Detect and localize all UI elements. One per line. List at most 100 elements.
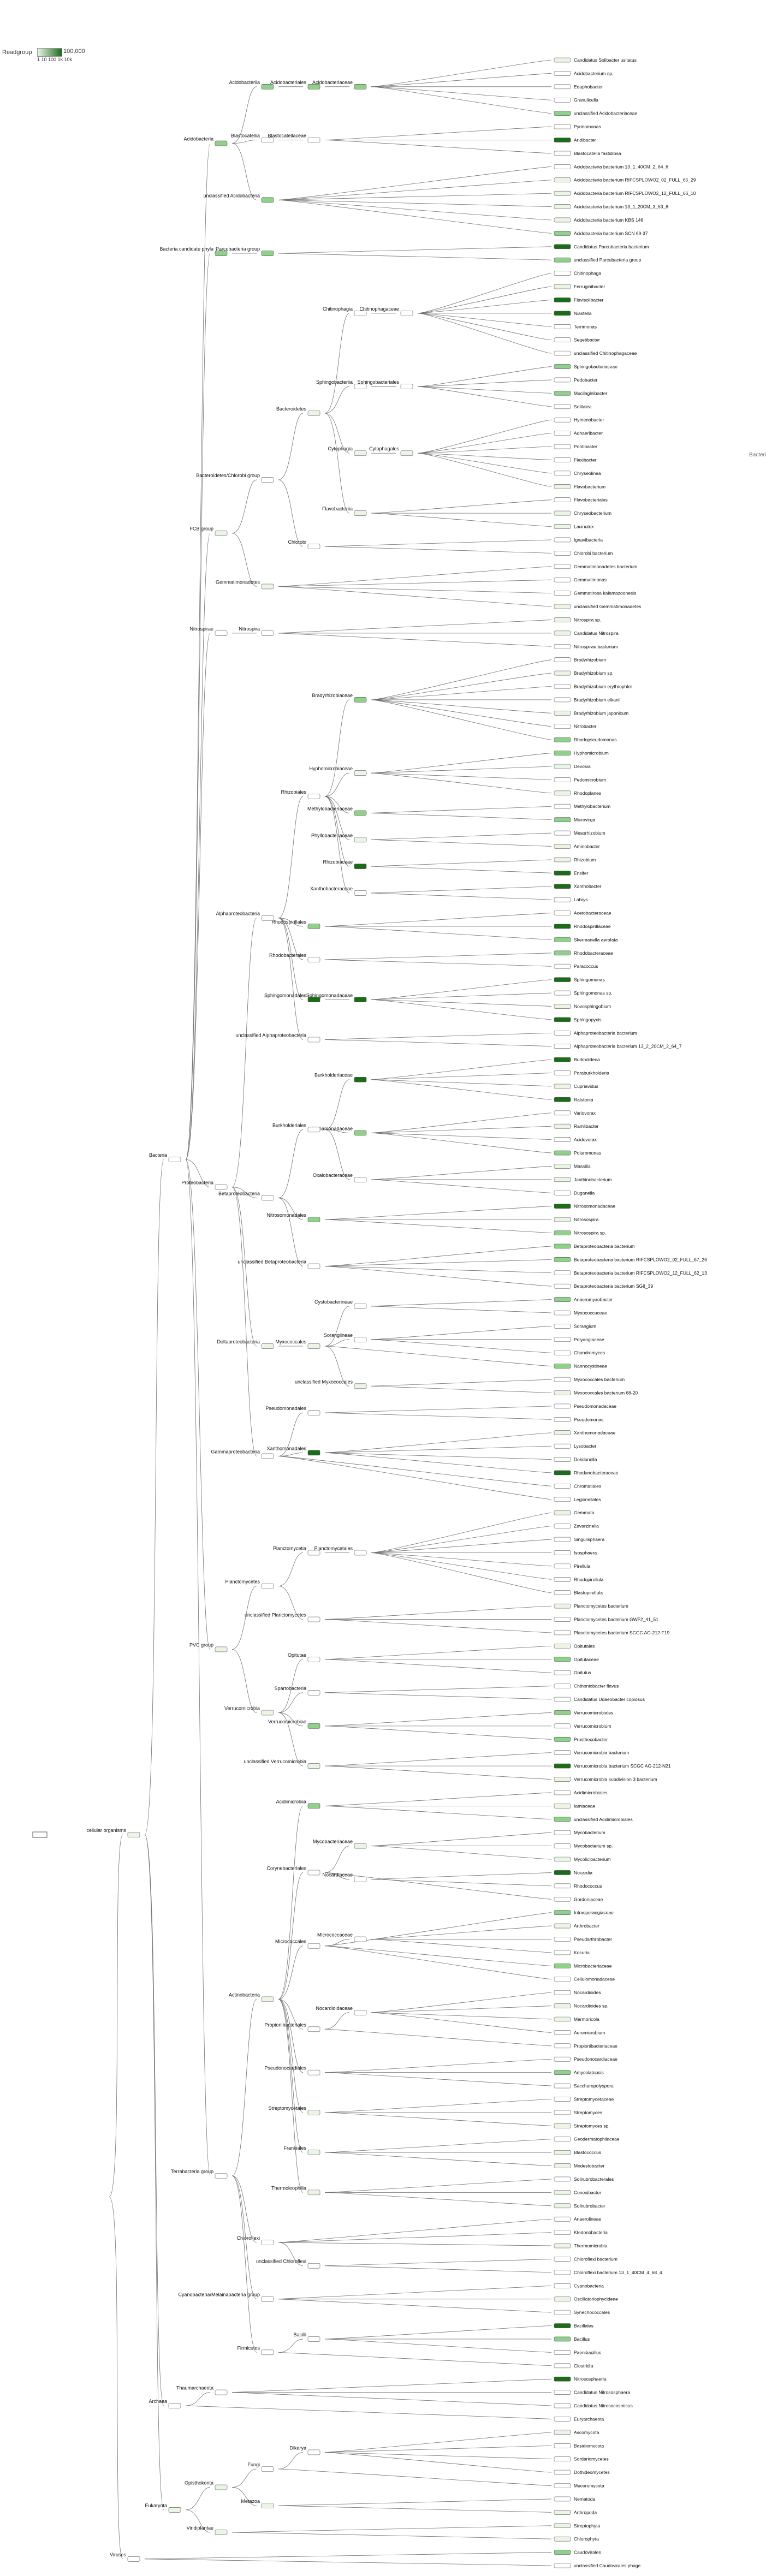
tree-node-oxalobacteraceae[interactable]: Oxalobacteraceae xyxy=(313,1173,367,1182)
leaf-node-nitrospirae-bacterium[interactable]: Nitrospirae bacterium xyxy=(554,644,618,649)
node-box[interactable] xyxy=(554,2163,571,2168)
tree-node-chlorobi[interactable]: Chlorobi xyxy=(288,539,320,549)
node-box[interactable] xyxy=(554,871,571,876)
tree-node-unclassified-betaproteobacteria[interactable]: unclassified Betaproteobacteria xyxy=(237,1259,320,1269)
root-node-box[interactable] xyxy=(32,1831,47,1838)
node-box[interactable] xyxy=(261,1195,274,1201)
leaf-node-blastococcus[interactable]: Blastococcus xyxy=(554,2150,601,2155)
node-box[interactable] xyxy=(400,450,413,456)
node-box[interactable] xyxy=(554,1364,571,1369)
leaf-node-xanthomonadaceae[interactable]: Xanthomonadaceae xyxy=(554,1430,615,1436)
node-box[interactable] xyxy=(554,497,571,502)
node-box[interactable] xyxy=(554,1297,571,1302)
tree-node-viridiplantae[interactable]: Viridiplantae xyxy=(187,2525,228,2535)
leaf-node-modestobacter[interactable]: Modestobacter xyxy=(554,2163,604,2169)
leaf-node-candidatus-nitrososphaera[interactable]: Candidatus Nitrososphaera xyxy=(554,2390,630,2395)
node-box[interactable] xyxy=(554,444,571,449)
leaf-node-polaromonas[interactable]: Polaromonas xyxy=(554,1150,601,1156)
node-box[interactable] xyxy=(554,311,571,316)
tree-node-cellular-organisms[interactable]: cellular organisms xyxy=(86,1828,140,1837)
tree-node-bacteroidetes[interactable]: Bacteroidetes xyxy=(276,406,320,416)
node-box[interactable] xyxy=(261,1583,274,1589)
leaf-node-rhodococcus[interactable]: Rhodococcus xyxy=(554,1883,602,1889)
node-box[interactable] xyxy=(554,2443,571,2448)
leaf-node-caudovirales[interactable]: Caudovirales xyxy=(554,2550,601,2555)
leaf-node-pyrinomonas[interactable]: Pyrinomonas xyxy=(554,124,601,129)
leaf-node-streptophyta[interactable]: Streptophyta xyxy=(554,2523,600,2529)
node-box[interactable] xyxy=(215,251,228,256)
node-box[interactable] xyxy=(554,1697,571,1702)
leaf-node-blastocatella-fastidiosa[interactable]: Blastocatella fastidiosa xyxy=(554,151,621,156)
node-box[interactable] xyxy=(554,1670,571,1675)
node-box[interactable] xyxy=(554,524,571,529)
node-box[interactable] xyxy=(554,804,571,809)
tree-node-rhizobiaceae[interactable]: Rhizobiaceae xyxy=(323,859,367,869)
leaf-node-ralstonia[interactable]: Ralstonia xyxy=(554,1097,593,1102)
leaf-node-ktedonobacteria[interactable]: Ktedonobacteria xyxy=(554,2230,608,2235)
node-box[interactable] xyxy=(554,1030,571,1036)
tree-node-bacteria[interactable]: Bacteria xyxy=(149,1152,181,1163)
node-box[interactable] xyxy=(554,1510,571,1515)
tree-node-unclassified-acidobacteria[interactable]: unclassified Acidobacteria xyxy=(203,193,274,203)
tree-node-bacteroidetes-chlorobi-group[interactable]: Bacteroidetes/Chlorobi group xyxy=(196,473,274,483)
node-box[interactable] xyxy=(554,1710,571,1715)
node-box[interactable] xyxy=(554,1204,571,1209)
tree-node-comamonadaceae[interactable]: Comamonadaceae xyxy=(311,1126,367,1136)
leaf-node-nocardioides-sp[interactable]: Nocardioides sp. xyxy=(554,2003,608,2009)
node-box[interactable] xyxy=(554,657,571,662)
node-box[interactable] xyxy=(261,197,274,203)
leaf-node-planctomycetes-bacterium-gwf2-41-51[interactable]: Planctomycetes bacterium GWF2_41_51 xyxy=(554,1617,658,1622)
leaf-node-aminobacter[interactable]: Aminobacter xyxy=(554,843,600,849)
node-box[interactable] xyxy=(400,384,413,389)
leaf-node-dothideomycetes[interactable]: Dothideomycetes xyxy=(554,2470,610,2475)
node-box[interactable] xyxy=(554,2243,571,2248)
node-box[interactable] xyxy=(554,844,571,849)
leaf-node-bacillus[interactable]: Bacillus xyxy=(554,2336,590,2342)
leaf-node-prosthecobacter[interactable]: Prosthecobacter xyxy=(554,1736,608,1742)
tree-node-viruses[interactable]: Viruses xyxy=(110,2552,140,2562)
node-box[interactable] xyxy=(307,1943,320,1949)
leaf-node-betaproteobacteria-bacterium-sg8-39[interactable]: Betaproteobacteria bacterium SG8_39 xyxy=(554,1283,653,1289)
leaf-node-chloroflexi-bacterium[interactable]: Chloroflexi bacterium xyxy=(554,2256,617,2262)
tree-node-gammaproteobacteria[interactable]: Gammaproteobacteria xyxy=(211,1449,274,1459)
node-box[interactable] xyxy=(554,1337,571,1342)
leaf-node-ensifer[interactable]: Ensifer xyxy=(554,870,589,876)
node-box[interactable] xyxy=(554,644,571,649)
leaf-node-verrucomicrobiales[interactable]: Verrucomicrobiales xyxy=(554,1710,613,1715)
tree-node-hyphomicrobiaceae[interactable]: Hyphomicrobiaceae xyxy=(309,766,367,776)
node-box[interactable] xyxy=(554,564,571,569)
node-box[interactable] xyxy=(307,84,320,90)
leaf-node-flexibacter[interactable]: Flexibacter xyxy=(554,457,597,462)
node-box[interactable] xyxy=(400,311,413,316)
node-box[interactable] xyxy=(554,2376,571,2382)
leaf-node-paracoccus[interactable]: Paracoccus xyxy=(554,963,598,969)
tree-node-parcubacteria-group[interactable]: Parcubacteria group xyxy=(216,246,274,256)
node-box[interactable] xyxy=(554,1817,571,1822)
leaf-node-chryseobacterium[interactable]: Chryseobacterium xyxy=(554,510,611,516)
node-box[interactable] xyxy=(554,2310,571,2315)
node-box[interactable] xyxy=(554,2283,571,2288)
tree-node-methylobacteriaceae[interactable]: Methylobacteriaceae xyxy=(307,806,367,816)
node-box[interactable] xyxy=(554,2270,571,2275)
node-box[interactable] xyxy=(554,1004,571,1009)
tree-node-thaumarchaeota[interactable]: Thaumarchaeota xyxy=(176,2385,228,2395)
node-box[interactable] xyxy=(354,311,367,316)
tree-node-opisthokonta[interactable]: Opisthokonta xyxy=(185,2480,228,2490)
node-box[interactable] xyxy=(554,1870,571,1875)
leaf-node-bradyrhizobium-sp[interactable]: Bradyrhizobium sp. xyxy=(554,670,614,676)
node-box[interactable] xyxy=(554,2483,571,2488)
leaf-node-singulisphaera[interactable]: Singulisphaera xyxy=(554,1537,605,1542)
node-box[interactable] xyxy=(261,477,274,483)
tree-node-nitrospirae[interactable]: Nitrospirae xyxy=(189,626,228,636)
tree-node-sphingomonadales[interactable]: Sphingomonadales xyxy=(264,992,320,1003)
node-box[interactable] xyxy=(554,1390,571,1395)
node-box[interactable] xyxy=(127,2556,140,2562)
node-box[interactable] xyxy=(554,2030,571,2035)
tree-node-spartobacteria[interactable]: Spartobacteria xyxy=(274,1686,320,1695)
node-box[interactable] xyxy=(554,2083,571,2089)
node-box[interactable] xyxy=(554,2203,571,2209)
leaf-node-unclassified-gemmatimonadetes[interactable]: unclassified Gemmatimonadetes xyxy=(554,604,641,609)
leaf-node-mycolicibacterium[interactable]: Mycolicibacterium xyxy=(554,1857,611,1862)
node-box[interactable] xyxy=(554,1896,571,1902)
leaf-node-solitalea[interactable]: Solitalea xyxy=(554,404,592,409)
